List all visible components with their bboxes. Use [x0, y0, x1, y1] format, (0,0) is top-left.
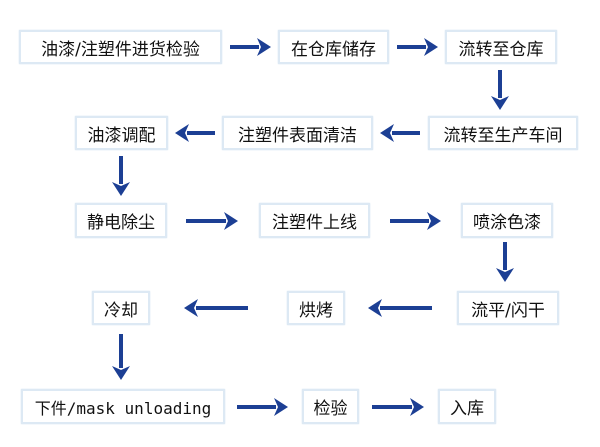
- step-parts-loading: 注塑件上线: [259, 203, 370, 238]
- arrow-shape: [372, 398, 424, 416]
- step-label: 流平/闪干: [471, 300, 545, 321]
- step-static-dust-removal: 静电除尘: [75, 203, 167, 238]
- arrow-shape: [368, 299, 432, 317]
- arrow-shape: [184, 299, 248, 317]
- step-label: 流转至生产车间: [443, 125, 563, 146]
- step-label: 在仓库储存: [291, 39, 376, 60]
- step-transfer-to-warehouse: 流转至仓库: [445, 30, 557, 64]
- step-surface-cleaning: 注塑件表面清洁: [222, 116, 373, 150]
- step-label: 油漆/注塑件进货检验: [41, 39, 200, 60]
- step-spray-painting: 喷涂色漆: [461, 203, 553, 238]
- step-unloading: 下件/mask unloading: [21, 389, 225, 424]
- step-paint-mixing: 油漆调配: [75, 116, 168, 150]
- step-storage-in: 入库: [438, 389, 496, 424]
- step-incoming-inspection: 油漆/注塑件进货检验: [19, 30, 222, 64]
- step-label: 流转至仓库: [458, 39, 544, 60]
- arrow-shape: [496, 242, 514, 282]
- step-label: 注塑件表面清洁: [238, 125, 357, 146]
- step-label: 烘烤: [299, 300, 333, 321]
- step-label: 检验: [313, 399, 348, 419]
- arrow-right-icon: [230, 37, 271, 57]
- arrow-left-icon: [184, 298, 248, 318]
- arrow-down-icon: [495, 242, 515, 282]
- step-label: 静电除尘: [87, 213, 155, 233]
- step-warehouse-storage: 在仓库储存: [278, 30, 389, 64]
- step-leveling-flash-off: 流平/闪干: [457, 291, 559, 325]
- arrow-shape: [230, 38, 271, 56]
- arrow-left-icon: [175, 123, 215, 143]
- step-cooling: 冷却: [92, 291, 150, 325]
- arrow-left-icon: [368, 298, 432, 318]
- arrow-shape: [380, 124, 420, 142]
- arrow-right-icon: [186, 211, 238, 231]
- step-label: 喷涂色漆: [473, 213, 541, 233]
- arrow-shape: [397, 38, 438, 56]
- arrow-shape: [491, 70, 509, 110]
- arrow-right-icon: [372, 397, 424, 417]
- arrow-down-icon: [111, 334, 131, 380]
- arrow-down-icon: [111, 156, 131, 196]
- step-label: 冷却: [104, 300, 138, 321]
- arrow-right-icon: [237, 397, 288, 417]
- arrow-shape: [390, 212, 441, 230]
- arrow-shape: [112, 334, 130, 380]
- step-inspection: 检验: [302, 389, 359, 424]
- step-baking: 烘烤: [287, 291, 345, 325]
- arrow-left-icon: [380, 123, 420, 143]
- arrow-shape: [237, 398, 288, 416]
- arrow-right-icon: [390, 211, 441, 231]
- step-label: 入库: [450, 399, 484, 419]
- arrow-down-icon: [490, 70, 510, 110]
- step-label: 下件/mask unloading: [34, 398, 212, 418]
- step-transfer-to-workshop: 流转至生产车间: [428, 116, 578, 150]
- step-label: 油漆调配: [87, 125, 156, 146]
- arrow-shape: [175, 124, 215, 142]
- step-label: 注塑件上线: [272, 213, 357, 233]
- arrow-shape: [186, 212, 238, 230]
- arrow-right-icon: [397, 37, 438, 57]
- arrow-shape: [112, 156, 130, 196]
